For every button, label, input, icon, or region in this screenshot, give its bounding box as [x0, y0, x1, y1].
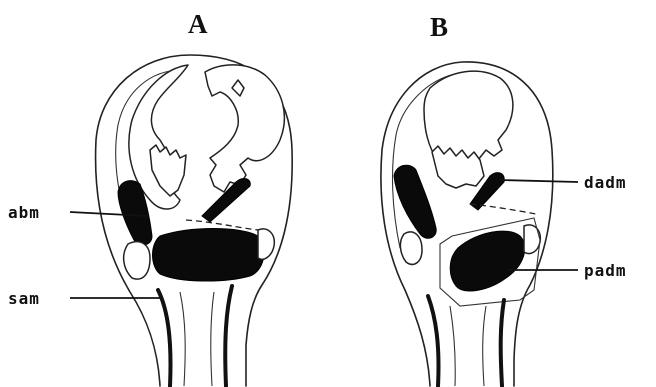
panel-a-sam-muscle	[153, 229, 265, 282]
panel-b-right-condyle	[524, 225, 540, 254]
panel-a-right-condyle	[258, 229, 274, 259]
dadm-leader-line	[500, 180, 578, 182]
padm-label: padm	[584, 261, 627, 280]
panel-a-shaft-right	[225, 286, 232, 386]
panel-b: B	[381, 12, 553, 386]
panel-a-shaft-left	[158, 290, 171, 386]
panel-b-label: B	[430, 12, 448, 42]
sam-label: sam	[8, 289, 40, 308]
panel-a-label: A	[188, 9, 208, 39]
panel-b-neck-inner	[450, 306, 486, 386]
panel-a-neck-inner	[180, 292, 214, 386]
panel-b-left-condyle	[400, 232, 422, 264]
panel-b-left-muscle	[394, 165, 436, 238]
panel-b-dashed-line	[470, 204, 536, 214]
panel-b-shaft-right	[501, 300, 504, 386]
panel-b-padm-muscle	[450, 231, 525, 291]
panel-a: A	[96, 9, 293, 386]
panel-a-left-condyle	[124, 242, 150, 279]
panel-a-right-mandible	[205, 65, 284, 192]
dadm-label: dadm	[584, 173, 627, 192]
abm-label: abm	[8, 203, 40, 222]
